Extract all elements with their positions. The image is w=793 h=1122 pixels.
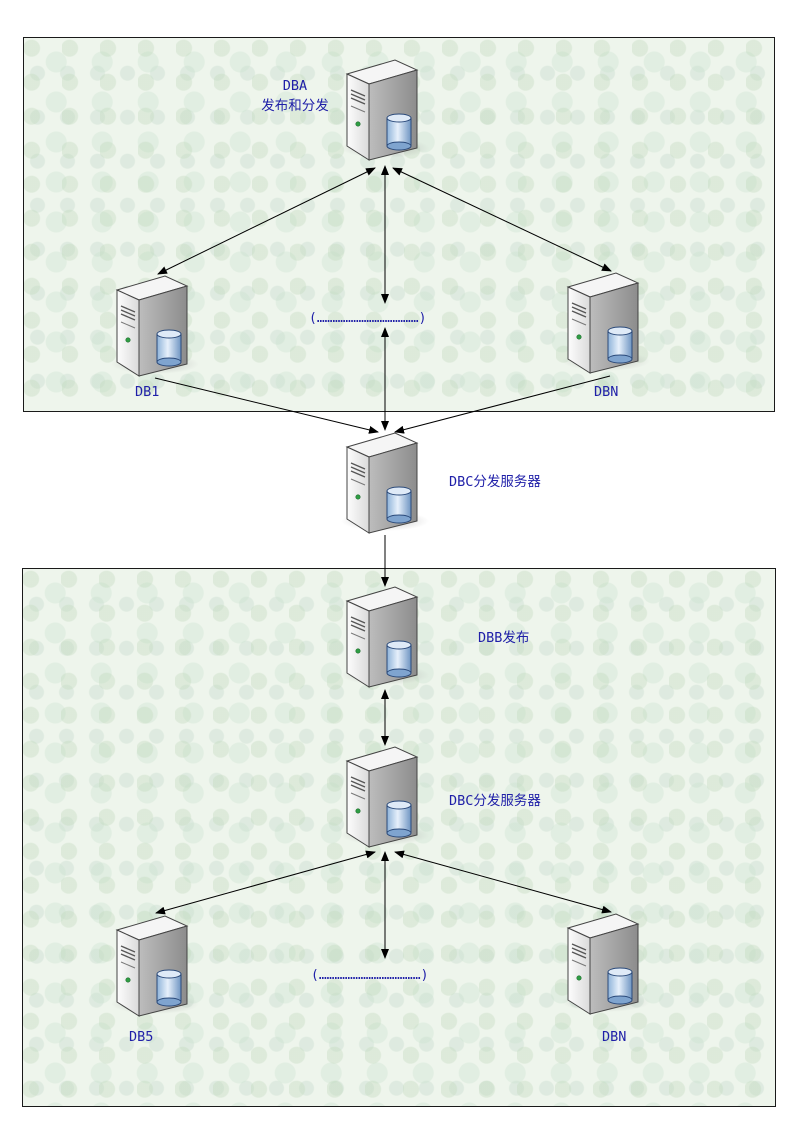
server-icon-dbn-bottom	[561, 913, 651, 1015]
arrow-dbc-db5	[155, 850, 376, 915]
arrow-dbn-dbc	[394, 375, 611, 434]
server-icon-db1	[110, 275, 200, 377]
server-icon-dbc-middle	[340, 432, 430, 534]
server-icon-dbb	[340, 586, 430, 688]
dba-role: 发布和分发	[261, 98, 329, 114]
dbc-middle-label: DBC分发服务器	[449, 474, 541, 490]
arrow-dba-db1	[157, 167, 376, 275]
arrow-dba-dbn	[392, 167, 612, 272]
dbn-top-label: DBN	[594, 384, 619, 400]
arrow-db1-dbc	[154, 377, 379, 434]
server-icon-dbn-top	[561, 272, 651, 374]
db1-label: DB1	[135, 384, 160, 400]
bottom-ellipsis-label: (…………………………………)	[311, 968, 429, 983]
arrow-dbc-dbn	[394, 850, 612, 914]
dbc-bottom-label: DBC分发服务器	[449, 793, 541, 809]
dbb-label: DBB发布	[478, 630, 530, 646]
dbn-bottom-label: DBN	[602, 1029, 627, 1045]
server-icon-dba	[340, 59, 430, 161]
server-icon-dbc-bottom	[340, 746, 430, 848]
top-ellipsis-label: (…………………………………)	[309, 311, 427, 326]
dba-label: DBA 发布和分发	[250, 78, 340, 114]
dba-name: DBA	[282, 78, 308, 94]
server-icon-db5	[110, 915, 200, 1017]
db5-label: DB5	[129, 1029, 154, 1045]
